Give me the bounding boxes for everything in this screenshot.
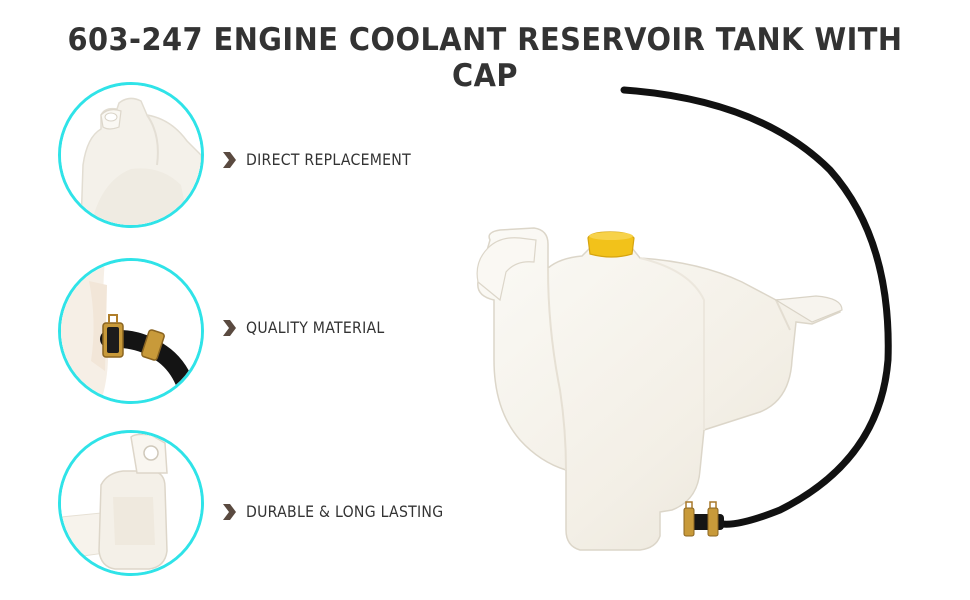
feature-label: QUALITY MATERIAL — [246, 318, 385, 337]
reservoir-tank — [476, 227, 843, 551]
detail-circle-hose-clamp — [58, 258, 204, 404]
chevron-right-icon — [223, 151, 236, 168]
tank-top-detail-image — [61, 85, 201, 225]
page-title: 603-247 ENGINE COOLANT RESERVOIR TANK WI… — [67, 22, 903, 94]
feature-label: DIRECT REPLACEMENT — [246, 150, 411, 169]
detail-circle-mount-tab — [58, 430, 204, 576]
feature-label: DURABLE & LONG LASTING — [246, 502, 444, 521]
feature-direct-replacement: DIRECT REPLACEMENT — [222, 150, 433, 169]
feature-quality-material: QUALITY MATERIAL — [222, 318, 403, 337]
hose-clamp-detail-image — [61, 261, 201, 401]
feature-durable-long-lasting: DURABLE & LONG LASTING — [222, 502, 470, 521]
chevron-right-icon — [223, 319, 236, 336]
hose — [620, 86, 892, 528]
reservoir-cap — [587, 231, 635, 258]
detail-circle-tank-top — [58, 82, 204, 228]
chevron-right-icon — [223, 503, 236, 520]
hose-outlet-clamp — [683, 501, 724, 537]
mount-tab-detail-image — [61, 433, 201, 573]
